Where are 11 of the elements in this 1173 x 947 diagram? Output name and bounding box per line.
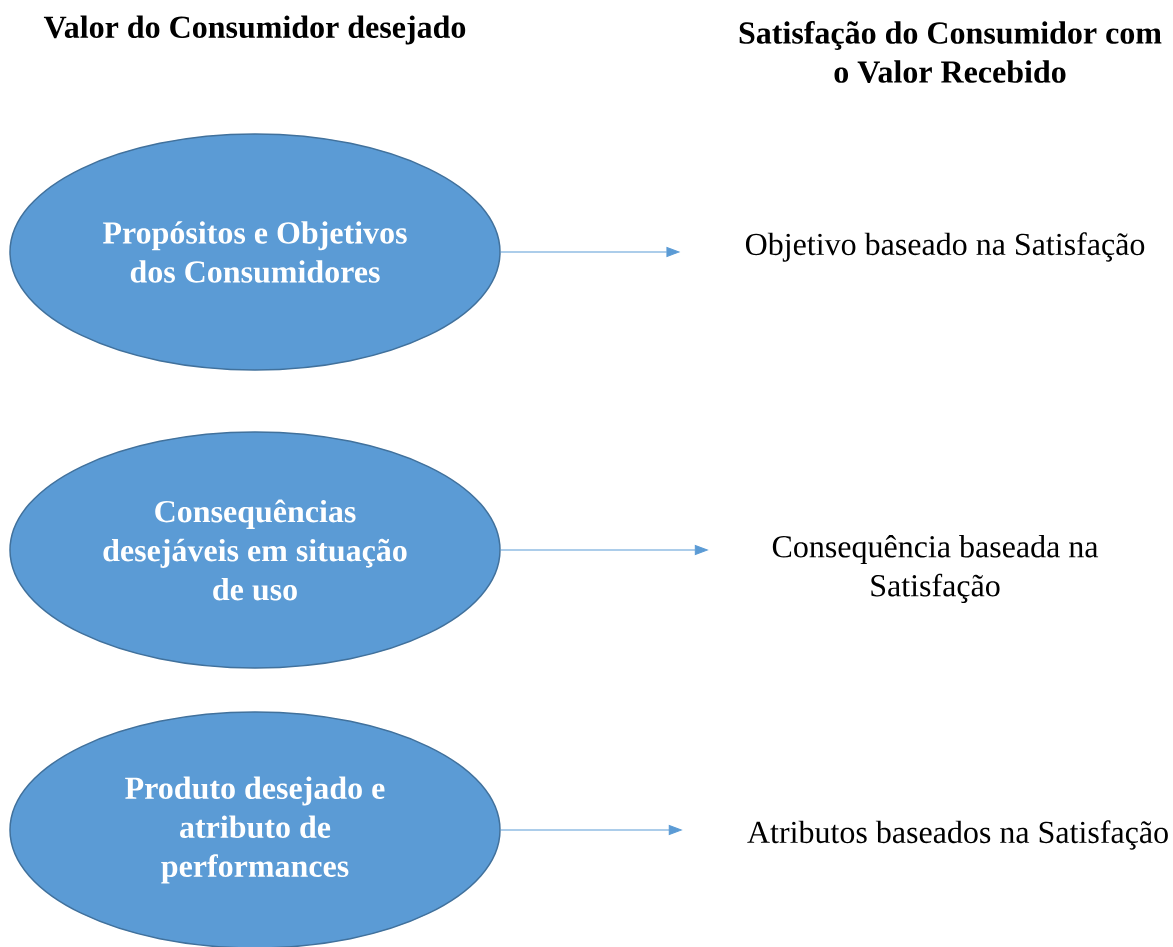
column-heading: Valor do Consumidor desejado: [43, 15, 466, 45]
arrow: [500, 545, 708, 555]
column-heading: Satisfação do Consumidor com o Valor Recebido: [739, 21, 1162, 83]
ellipse-node: Propósitos e Objetivos dos Consumidores: [9, 133, 501, 371]
arrow: [500, 825, 682, 835]
ellipse-node: Produto desejado e atributo de performances: [9, 711, 501, 947]
outcome-text: Objetivo baseado na Satisfação: [745, 232, 1145, 262]
outcome-text: Atributos baseados na Satisfação: [747, 820, 1168, 850]
outcome-text: Consequência baseada na Satisfação: [772, 534, 1099, 604]
arrow: [500, 247, 680, 257]
ellipse-node: Consequências desejáveis em situação de uso: [9, 431, 501, 669]
